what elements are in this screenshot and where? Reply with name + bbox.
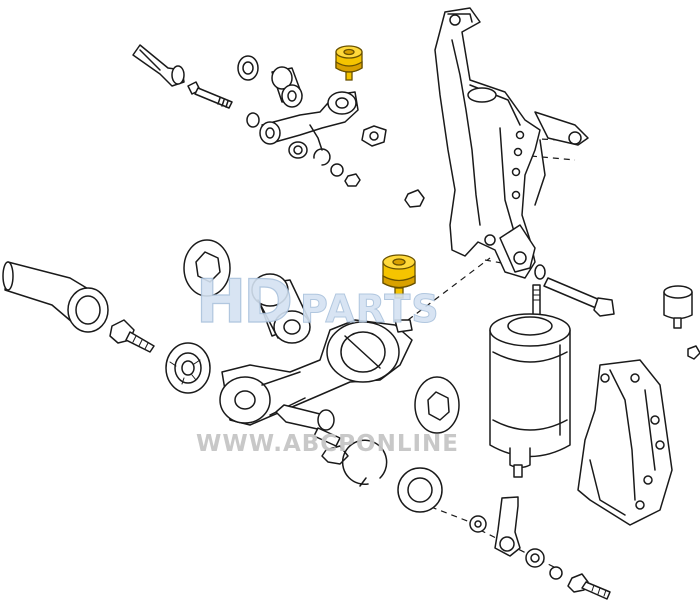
snap-ring-small xyxy=(313,148,331,166)
ball-joint-stud xyxy=(275,404,349,465)
pitman-arm-lower xyxy=(219,319,413,426)
flange-nut xyxy=(404,189,425,208)
upper-mounting-bracket xyxy=(434,7,589,279)
drag-link-tube xyxy=(2,261,109,333)
upper-linkage-group xyxy=(132,44,425,208)
bracket-bolt-hole xyxy=(515,130,525,140)
washer-large-left xyxy=(183,239,231,297)
tie-rod-end xyxy=(132,44,185,87)
lower-right-bracket xyxy=(577,359,673,526)
bracket-bore xyxy=(467,87,497,103)
shock-absorber xyxy=(489,284,571,478)
rubber-bush-upper xyxy=(271,66,303,108)
bearing-left xyxy=(165,342,211,394)
shock-bolt xyxy=(534,264,615,317)
cab-mount-bush xyxy=(663,285,700,360)
snap-ring-lower xyxy=(341,439,388,487)
grease-fitting-bolt xyxy=(109,319,155,353)
bushing-lower xyxy=(382,254,416,299)
small-link-rod xyxy=(469,496,563,580)
bushing-upper xyxy=(335,45,363,81)
idler-arm-upper xyxy=(259,91,359,151)
watermark-url-text: WWW.ABCPONLINE xyxy=(196,431,459,457)
hex-washer-lower xyxy=(414,376,460,434)
washer-flat-lower xyxy=(397,467,443,513)
small-bolt-bottom xyxy=(567,573,611,600)
rubber-bush-lower xyxy=(251,273,311,344)
snap-ring xyxy=(246,112,260,128)
logo-parts-text: PARTS xyxy=(300,287,440,331)
strut-end-eye xyxy=(568,131,582,145)
logo-hd-text: HD xyxy=(196,267,290,337)
upper-pivot-bolt xyxy=(187,81,233,109)
nut-small xyxy=(344,173,361,187)
watermark-logo: HD PARTS xyxy=(195,266,440,337)
hex-washer xyxy=(361,125,387,147)
